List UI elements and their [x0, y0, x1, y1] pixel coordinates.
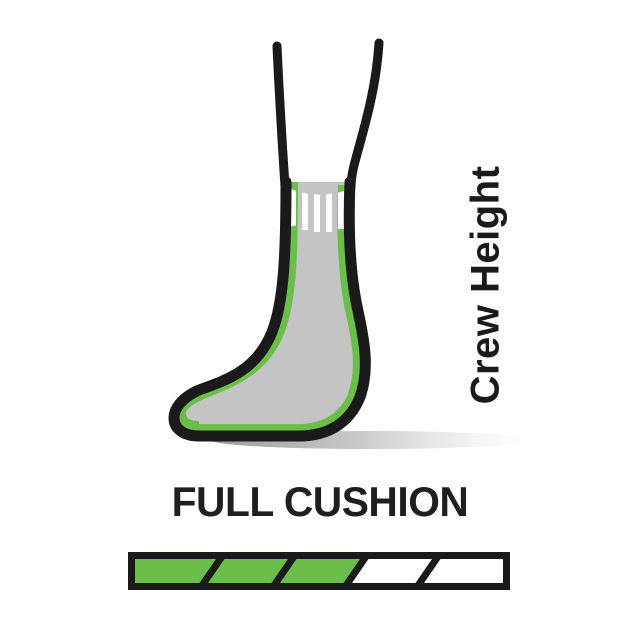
cushion-band-sole [190, 392, 363, 438]
meter-fill [131, 555, 366, 587]
meter-divider-3 [342, 555, 370, 587]
meter-divider-4 [414, 555, 442, 587]
meter-divider-1 [198, 555, 226, 587]
meter-divider-2 [270, 555, 298, 587]
leg-outline-right [346, 38, 384, 192]
meter-dividers [198, 555, 442, 587]
cushion-level-meter [128, 552, 510, 590]
full-cushion-heading: FULL CUSHION [171, 478, 469, 525]
meter-border [128, 552, 510, 590]
leg-outline-left [272, 41, 290, 191]
sock-body-fill [174, 182, 366, 436]
sock-outline [168, 176, 371, 442]
